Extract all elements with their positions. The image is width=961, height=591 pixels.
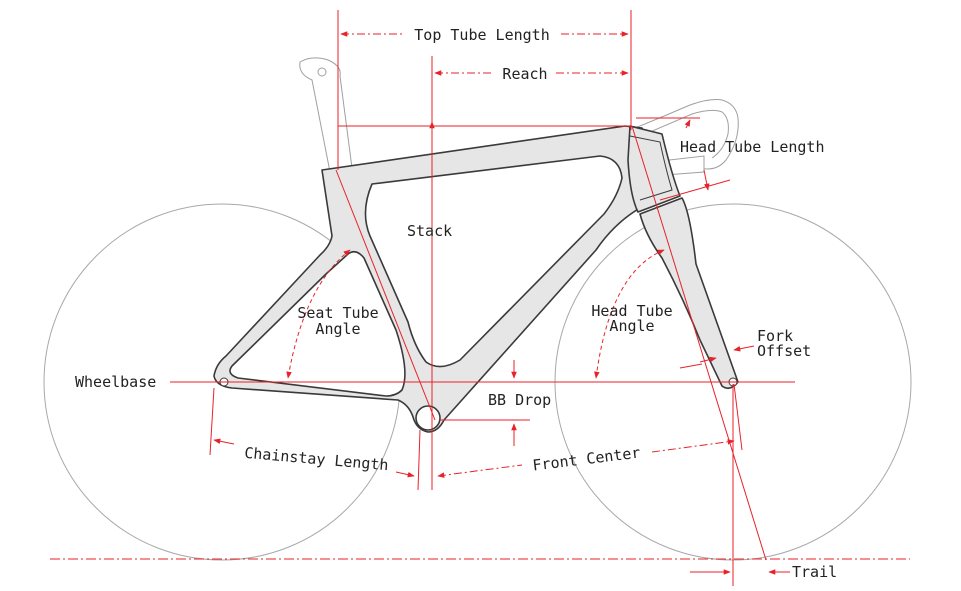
label-wheelbase: Wheelbase — [75, 373, 156, 391]
label-seat-tube-angle-1: Seat Tube — [297, 304, 378, 322]
seatpost — [299, 57, 353, 173]
label-reach: Reach — [502, 65, 547, 83]
measurement-lines — [50, 10, 910, 586]
label-stack: Stack — [407, 222, 452, 240]
label-front-center: Front Center — [532, 444, 642, 475]
label-top-tube-length: Top Tube Length — [414, 26, 549, 44]
label-fork-offset-1: Fork — [757, 327, 793, 345]
label-chainstay-length: Chainstay Length — [244, 444, 390, 475]
label-bb-drop: BB Drop — [488, 391, 551, 409]
label-head-tube-angle-2: Angle — [609, 317, 654, 335]
label-trail: Trail — [792, 563, 837, 581]
label-head-tube-length: Head Tube Length — [680, 138, 825, 156]
frame — [213, 125, 739, 433]
label-seat-tube-angle-2: Angle — [315, 320, 360, 338]
label-fork-offset-2: Offset — [757, 342, 811, 360]
label-head-tube-angle-1: Head Tube — [591, 302, 672, 320]
